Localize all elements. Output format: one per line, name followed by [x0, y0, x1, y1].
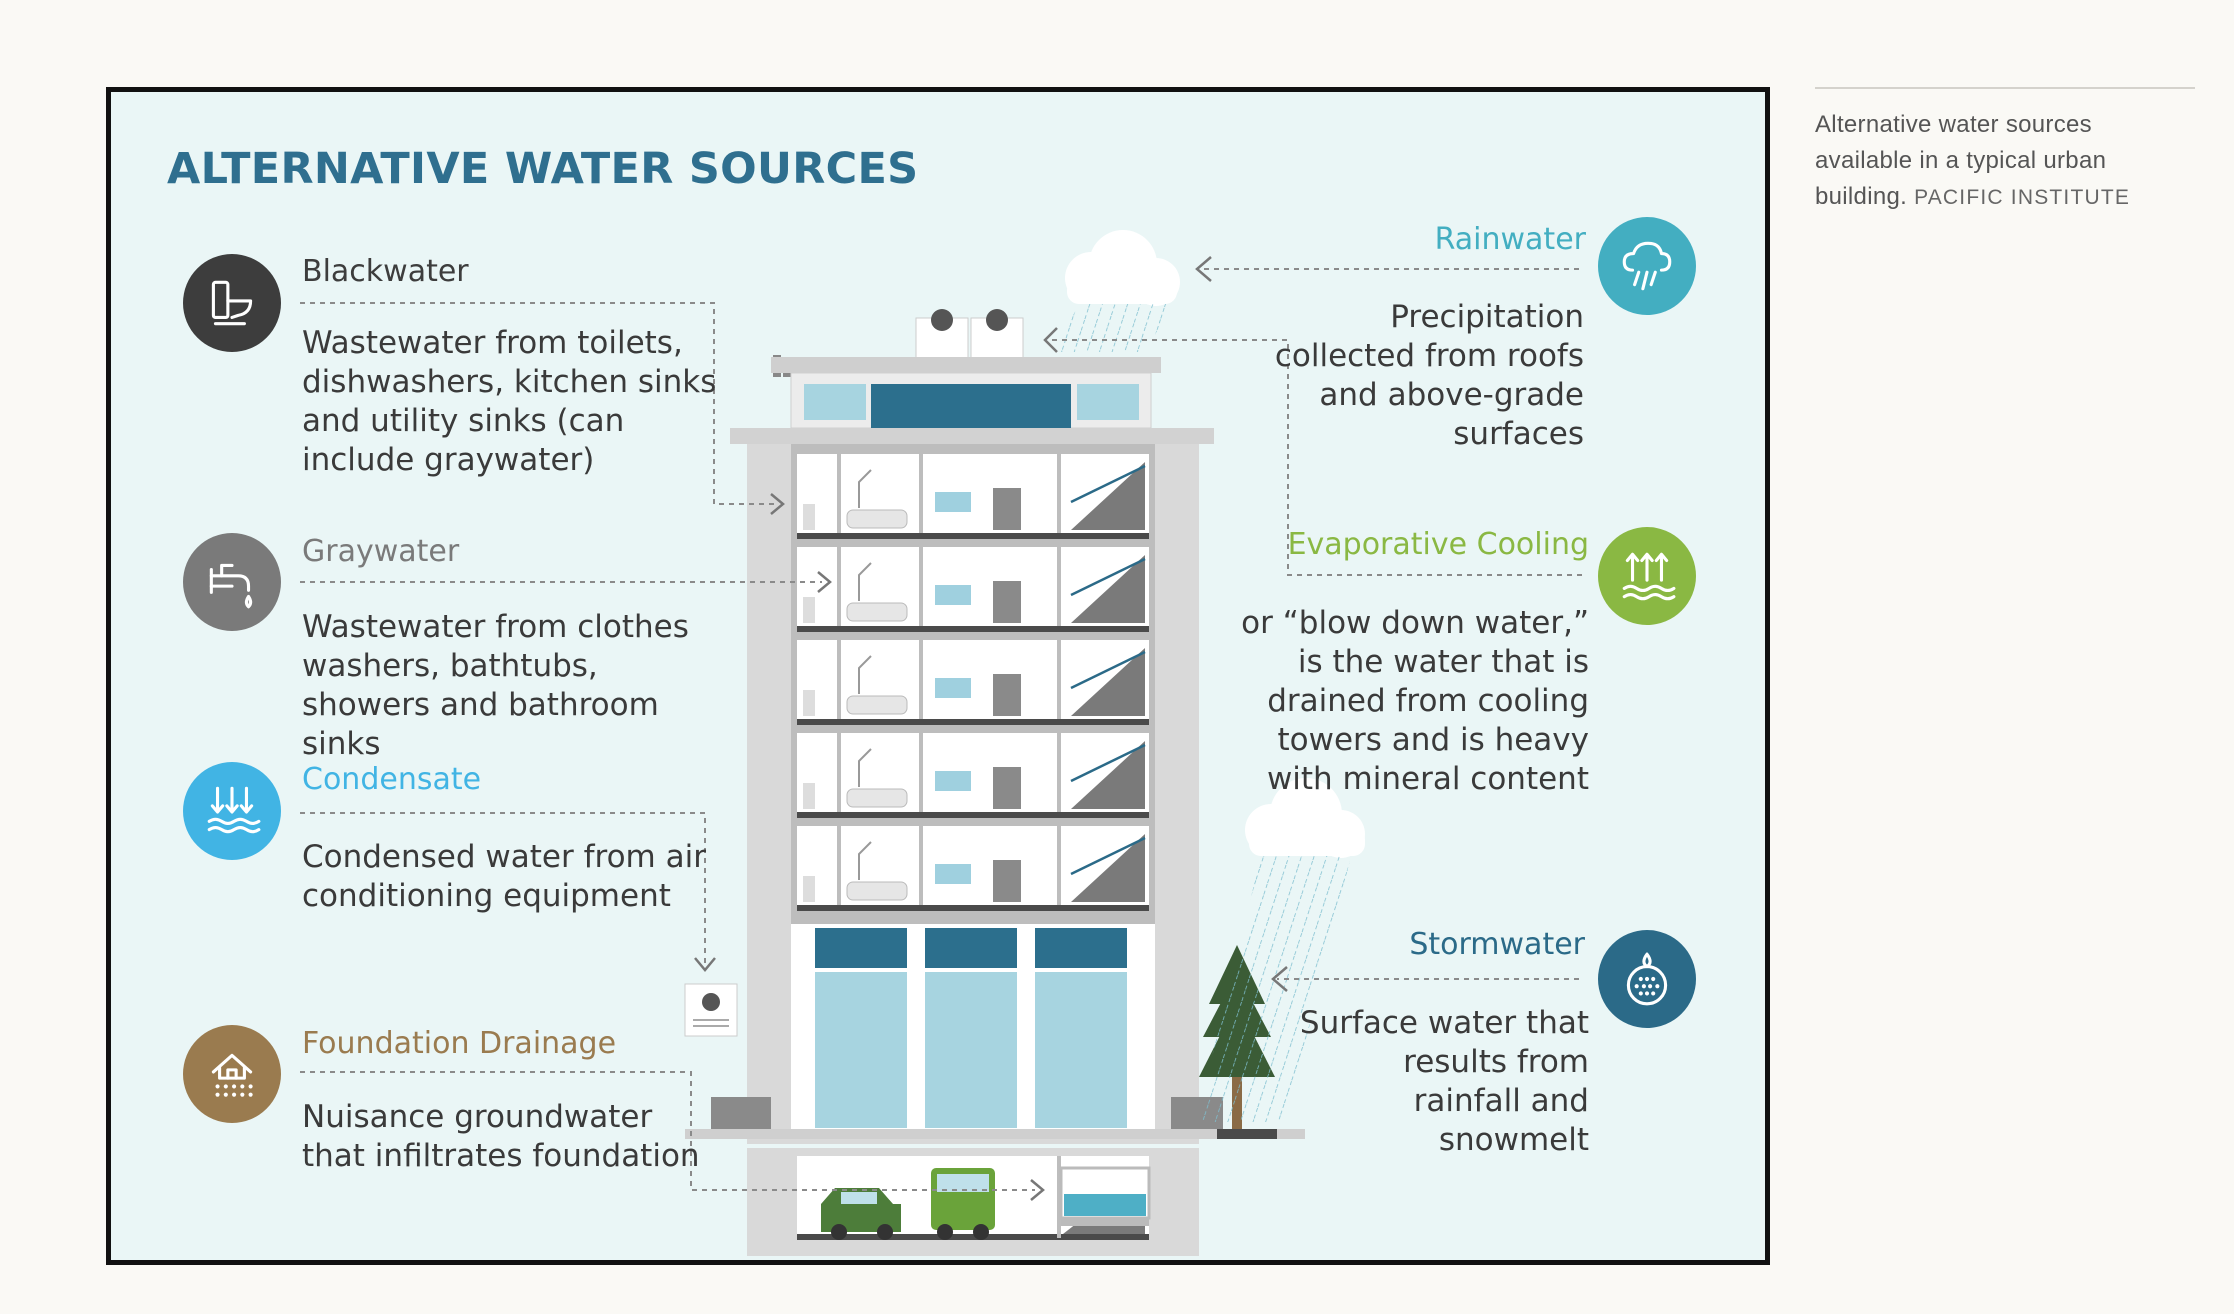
condensate-badge: [183, 762, 281, 860]
foundation-drainage-badge: [183, 1025, 281, 1123]
rain-cloud-icon: [1622, 241, 1672, 291]
condensate-description: Condensed water from air conditioning eq…: [302, 839, 706, 914]
water-drop-icon: [1626, 952, 1668, 1006]
figure-caption: Alternative water sources available in a…: [1815, 87, 2195, 216]
rainwater-name: Rainwater: [1434, 222, 1586, 257]
foundation-tank: [1059, 1166, 1151, 1226]
stormwater-badge: [1598, 930, 1696, 1028]
blackwater-description: Wastewater from toilets, dishwashers, ki…: [302, 325, 717, 478]
evaporation-icon: [1622, 552, 1676, 601]
truck: [931, 1168, 995, 1240]
floor: [797, 640, 1149, 725]
ac-unit: [684, 983, 738, 1037]
condensate-icon: [207, 786, 261, 834]
infographic-panel: ALTERNATIVE WATER SOURCES Blackwater Was…: [106, 87, 1770, 1265]
car: [821, 1188, 901, 1240]
graywater-name: Graywater: [302, 534, 460, 569]
toilet-icon: [211, 280, 253, 326]
building-floors: [797, 454, 1149, 911]
foundation-drainage-description: Nuisance groundwater that infiltrates fo…: [302, 1099, 700, 1174]
roof-rain-cloud: [1054, 230, 1180, 352]
graywater-description: Wastewater from clothes washers, bathtub…: [302, 609, 689, 762]
blackwater-badge: [183, 254, 281, 352]
floor: [797, 454, 1149, 539]
graywater-badge: [183, 533, 281, 631]
evaporative-cooling-badge: [1598, 527, 1696, 625]
floor: [797, 826, 1149, 911]
ground-line: [685, 1129, 1305, 1139]
floor: [797, 733, 1149, 818]
stormwater-name: Stormwater: [1409, 927, 1585, 962]
condensate-name: Condensate: [302, 762, 482, 797]
building-illustration: [684, 230, 1365, 1256]
caption-text: Alternative water sources available in a…: [1815, 111, 2107, 210]
stormwater-description: Surface water that results from rainfall…: [1299, 1005, 1589, 1158]
caption-credit: PACIFIC INSTITUTE: [1914, 186, 2131, 209]
house-drain-icon: [211, 1053, 253, 1097]
infographic-title: ALTERNATIVE WATER SOURCES: [167, 144, 919, 194]
faucet-icon: [209, 563, 253, 609]
foundation-drainage-name: Foundation Drainage: [302, 1026, 617, 1061]
penthouse: [730, 372, 1214, 444]
rainwater-description: Precipitation collected from roofs and a…: [1274, 299, 1584, 452]
evaporative-cooling-description: or “blow down water,” is the water that …: [1241, 605, 1589, 797]
blackwater-name: Blackwater: [302, 254, 469, 289]
evaporative-cooling-name: Evaporative Cooling: [1287, 527, 1589, 562]
floor: [797, 547, 1149, 632]
rainwater-badge: [1598, 217, 1696, 315]
